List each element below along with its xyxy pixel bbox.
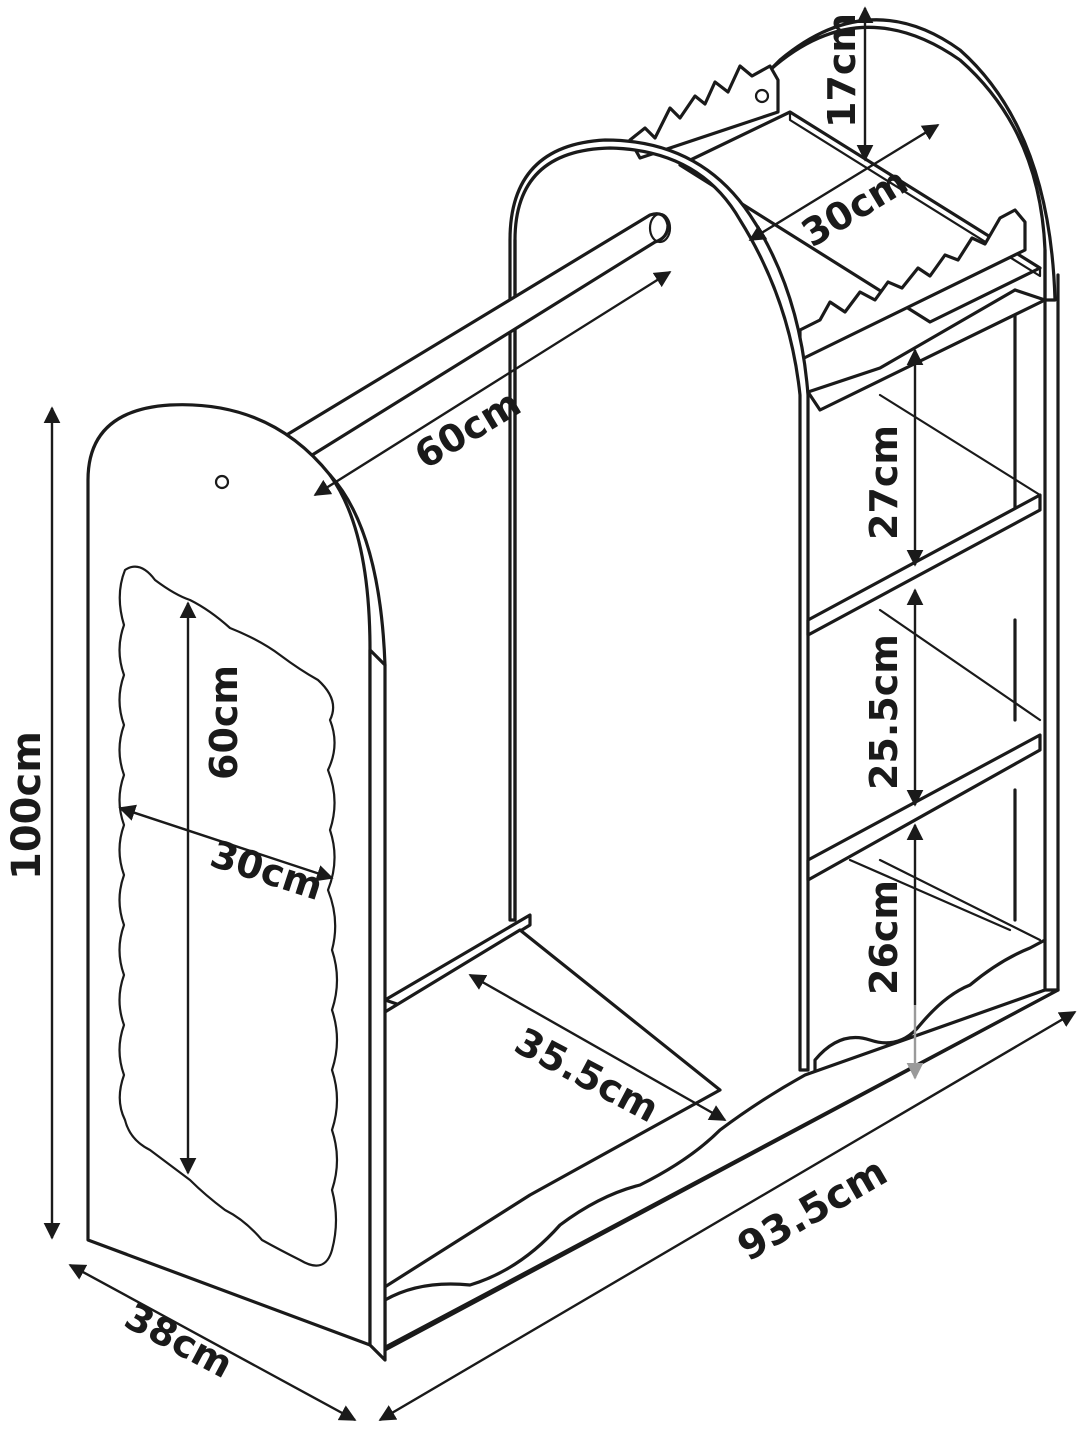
dim-depth-line xyxy=(68,1263,357,1422)
label-depth: 38cm xyxy=(118,1294,240,1387)
dim-top-shelf-width-line xyxy=(748,123,940,242)
base xyxy=(378,913,1060,1352)
label-top-shelf-height: 17cm xyxy=(820,13,864,128)
label-shelf-gap-2: 25.5cm xyxy=(862,634,906,790)
label-shelf-gap-3: 26cm xyxy=(862,880,906,995)
dim-width-line xyxy=(378,1010,1077,1422)
label-shelf-gap-1: 27cm xyxy=(862,425,906,540)
dim-inner-depth-line xyxy=(468,973,727,1122)
side-shelves xyxy=(806,288,1047,1087)
label-height: 100cm xyxy=(4,731,50,880)
dimension-lines xyxy=(43,6,1077,1422)
label-mirror-height: 60cm xyxy=(202,665,246,780)
dim-rail-line xyxy=(313,270,672,497)
dim-mirror-width-line xyxy=(118,804,334,882)
